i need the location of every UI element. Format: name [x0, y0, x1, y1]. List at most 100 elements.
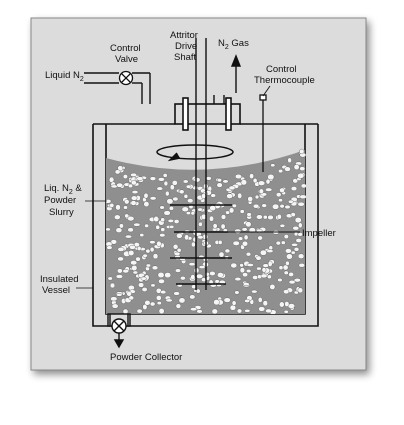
powder-particle — [185, 211, 191, 215]
powder-particle — [234, 228, 242, 234]
powder-particle — [234, 277, 242, 282]
powder-particle — [228, 185, 236, 191]
powder-particle — [130, 195, 138, 201]
powder-particle — [239, 267, 246, 274]
powder-particle — [246, 269, 252, 274]
powder-particle — [275, 240, 281, 246]
powder-particle — [143, 192, 149, 199]
label-control-valve-1: Control — [110, 43, 141, 54]
powder-particle — [171, 180, 178, 186]
powder-particle — [198, 221, 203, 227]
powder-particle — [243, 234, 249, 241]
powder-particle — [198, 265, 206, 269]
powder-particle — [246, 263, 254, 267]
powder-particle — [297, 172, 305, 179]
powder-particle — [232, 240, 240, 246]
powder-particle — [138, 282, 145, 288]
powder-particle — [165, 190, 170, 197]
label-vessel-1: Insulated — [40, 274, 79, 285]
powder-particle — [266, 249, 274, 253]
powder-particle — [218, 251, 225, 258]
label-attritor-2: Drive — [175, 41, 197, 52]
powder-particle — [132, 270, 139, 275]
powder-particle — [277, 278, 283, 283]
powder-particle — [109, 282, 116, 289]
powder-particle — [290, 186, 298, 192]
powder-particle — [276, 192, 282, 198]
powder-particle — [145, 248, 151, 254]
powder-particle — [117, 256, 124, 262]
powder-particle — [258, 306, 266, 312]
powder-particle — [286, 253, 293, 260]
powder-particle — [283, 270, 289, 275]
powder-particle — [257, 235, 263, 241]
powder-particle — [167, 218, 175, 223]
powder-particle — [299, 148, 305, 155]
label-impeller: Impeller — [302, 228, 336, 239]
powder-particle — [197, 235, 204, 240]
powder-particle — [149, 301, 156, 307]
powder-particle — [297, 232, 303, 237]
powder-particle — [291, 242, 298, 247]
powder-particle — [106, 245, 113, 250]
powder-particle — [197, 207, 203, 212]
powder-particle — [181, 206, 189, 213]
powder-particle — [115, 204, 121, 211]
powder-particle — [253, 203, 260, 209]
powder-particle — [129, 244, 136, 250]
powder-particle — [239, 209, 245, 214]
powder-particle — [107, 276, 113, 281]
powder-particle — [217, 178, 222, 183]
powder-particle — [183, 193, 189, 199]
powder-particle — [278, 265, 284, 270]
powder-particle — [163, 180, 169, 187]
powder-particle — [262, 215, 268, 220]
powder-particle — [272, 203, 280, 210]
label-liquid-n2: Liquid N2 — [45, 70, 84, 83]
powder-particle — [149, 240, 156, 245]
powder-particle — [288, 199, 294, 204]
powder-particle — [293, 278, 301, 283]
powder-particle — [106, 199, 112, 204]
powder-particle — [188, 262, 196, 267]
powder-particle — [278, 169, 283, 174]
powder-particle — [260, 273, 268, 279]
powder-particle — [209, 215, 214, 222]
powder-particle — [190, 307, 198, 312]
powder-particle — [256, 214, 263, 220]
powder-particle — [261, 267, 267, 273]
powder-particle — [160, 217, 165, 223]
powder-particle — [152, 253, 159, 260]
powder-particle — [122, 308, 129, 314]
powder-particle — [292, 225, 300, 231]
powder-particle — [237, 192, 243, 199]
powder-particle — [284, 204, 291, 210]
powder-particle — [144, 223, 149, 228]
powder-particle — [149, 176, 157, 181]
powder-particle — [257, 180, 266, 186]
powder-particle — [247, 196, 253, 202]
powder-particle — [267, 260, 273, 267]
powder-particle — [298, 253, 305, 259]
powder-particle — [158, 308, 165, 314]
powder-particle — [175, 303, 182, 309]
powder-particle — [127, 227, 134, 233]
powder-particle — [297, 201, 305, 207]
powder-particle — [175, 268, 181, 273]
powder-particle — [178, 297, 186, 304]
powder-particle — [136, 176, 144, 181]
powder-particle — [130, 260, 138, 266]
powder-particle — [214, 279, 220, 284]
powder-particle — [131, 190, 139, 195]
powder-particle — [163, 210, 171, 216]
powder-particle — [269, 283, 276, 290]
powder-particle — [173, 291, 180, 296]
powder-particle — [267, 214, 274, 220]
powder-particle — [254, 194, 260, 200]
powder-particle — [190, 274, 196, 281]
leader-lines — [76, 200, 107, 289]
label-n2-gas: N2 Gas — [218, 38, 249, 51]
powder-particle — [111, 303, 119, 309]
powder-particle — [209, 205, 216, 212]
